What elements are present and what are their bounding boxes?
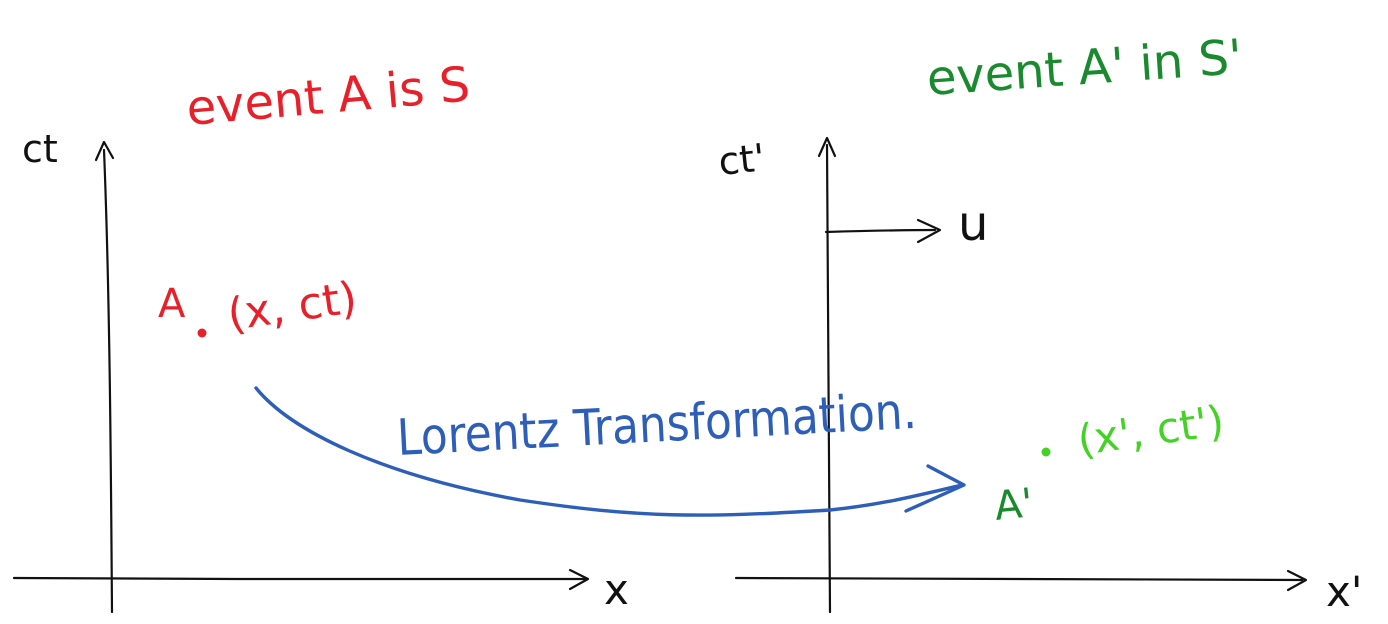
frame-s-ct-label: ct [22, 127, 58, 171]
frame-s-prime: ct' x' u event A' in S' A' (x', ct') [716, 29, 1362, 616]
frame-s-prime-ct-arrowhead [817, 136, 837, 158]
frame-s-x-arrowhead [568, 568, 590, 591]
frame-s-ct-arrowhead [94, 140, 115, 162]
frame-s-prime-ct-axis [825, 143, 832, 614]
frame-s-prime-x-axis [734, 576, 1304, 582]
velocity-arrowhead [916, 218, 942, 244]
velocity-label: u [958, 196, 988, 252]
frame-s: ct x event A is S A (x, ct) [12, 56, 629, 614]
frame-s-title: event A is S [184, 56, 472, 137]
event-a-dot [197, 328, 207, 338]
velocity-arrow [824, 228, 937, 234]
frame-s-x-label: x [604, 565, 629, 614]
event-a-prime-label: A' [992, 480, 1035, 530]
event-a-prime-dot [1041, 447, 1051, 457]
frame-s-x-axis [12, 576, 587, 581]
frame-s-prime-x-label: x' [1326, 567, 1362, 616]
lorentz-transformation: Lorentz Transformation. [254, 382, 966, 517]
event-a-label: A [158, 281, 186, 327]
transformation-arrowhead [904, 464, 966, 513]
transformation-curve [254, 386, 964, 517]
frame-s-prime-title: event A' in S' [925, 29, 1244, 107]
event-a-prime-coords: (x', ct') [1075, 396, 1227, 465]
event-a-coords: (x, ct) [224, 272, 360, 341]
frame-s-prime-x-arrowhead [1286, 569, 1308, 592]
frame-s-prime-ct-label: ct' [716, 135, 767, 184]
transformation-label: Lorentz Transformation. [396, 382, 918, 467]
frame-s-ct-axis [102, 148, 114, 614]
